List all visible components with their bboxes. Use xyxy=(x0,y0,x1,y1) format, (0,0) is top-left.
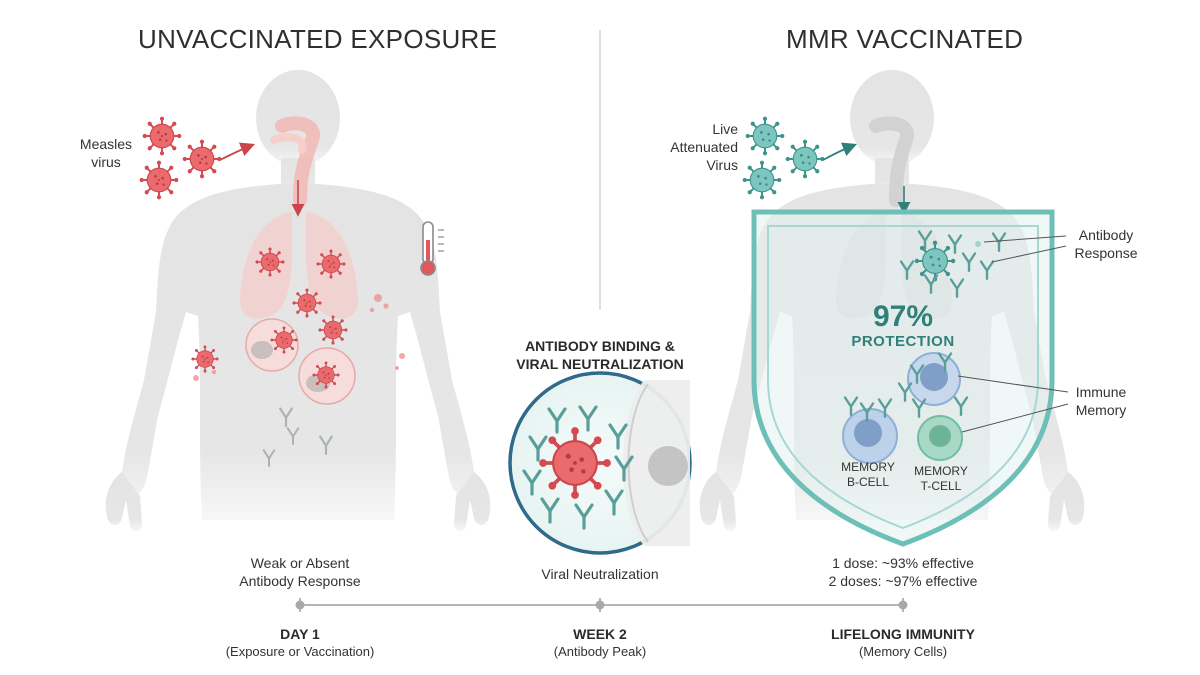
measles-virus-cluster xyxy=(139,116,256,200)
neutralization-diagram xyxy=(508,371,692,555)
timeline-item-week2: WEEK 2 (Antibody Peak) xyxy=(553,626,647,659)
memory-cells xyxy=(842,352,1069,464)
center-caption: Viral Neutralization xyxy=(541,566,659,582)
timeline xyxy=(295,598,908,612)
antibody-response-label: Antibody Response xyxy=(1074,227,1138,261)
memory-b-cell-label: MEMORY B-CELL xyxy=(841,460,895,489)
timeline-dot-lifelong xyxy=(898,600,908,610)
right-panel-title: MMR VACCINATED xyxy=(786,24,1024,54)
protection-value: 97% xyxy=(872,300,934,333)
timeline-item-lifelong: LIFELONG IMMUNITY (Memory Cells) xyxy=(831,626,975,659)
antibody-response-cluster xyxy=(899,230,1067,298)
timeline-item-day1: DAY 1 (Exposure or Vaccination) xyxy=(225,626,375,659)
thermometer-icon xyxy=(420,221,444,276)
unvaccinated-body xyxy=(105,70,491,532)
protection-label: PROTECTION xyxy=(851,333,955,350)
protection-shield xyxy=(751,209,1055,547)
attenuated-virus-label: Live Attenuated Virus xyxy=(670,121,738,173)
immune-memory-label: Immune Memory xyxy=(1075,384,1127,418)
rash-spots xyxy=(193,294,405,381)
dose-info: 1 dose: ~93% effective 2 doses: ~97% eff… xyxy=(828,555,978,589)
left-panel-title: UNVACCINATED EXPOSURE xyxy=(138,24,498,54)
center-panel-title: ANTIBODY BINDING & VIRAL NEUTRALIZATION xyxy=(516,338,684,372)
measles-virus-label: Measles virus xyxy=(79,136,133,170)
left-caption: Weak or Absent Antibody Response xyxy=(239,555,361,589)
attenuated-virus-cluster xyxy=(742,116,858,200)
timeline-dot-week2 xyxy=(595,600,605,610)
memory-t-cell-label: MEMORY T-CELL xyxy=(914,464,968,493)
timeline-dot-day1 xyxy=(295,600,305,610)
